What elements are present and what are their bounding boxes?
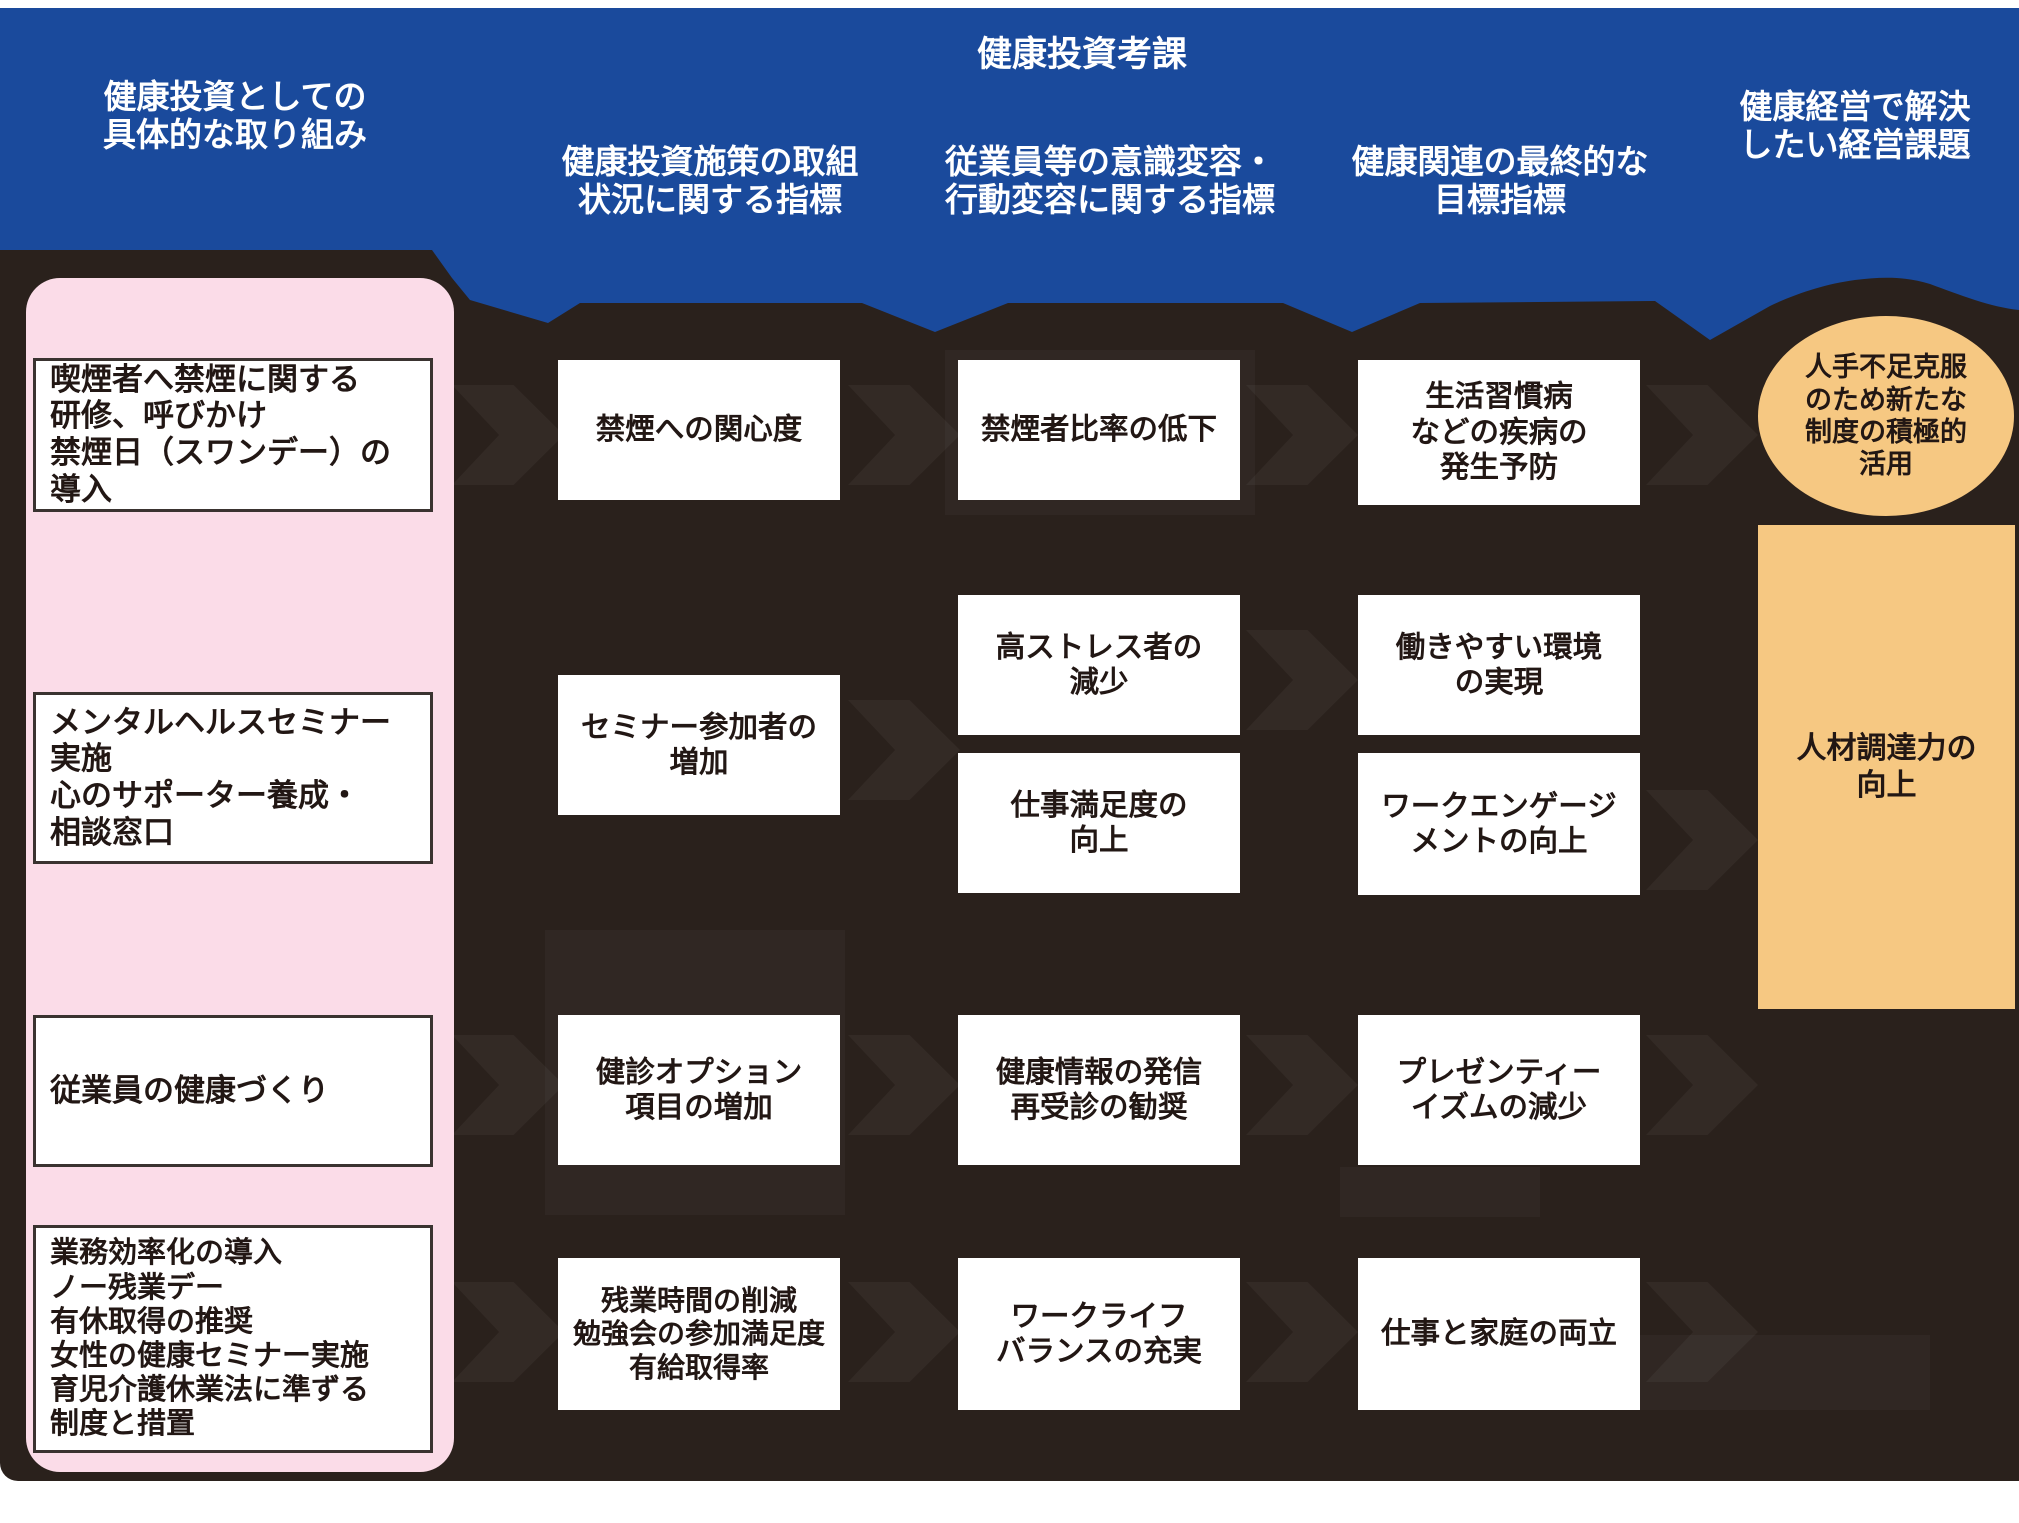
indicator-box-smoking-interest: 禁煙への関心度 [558,360,840,500]
column-header-initiatives: 健康投資としての 具体的な取り組み [103,78,367,154]
initiative-box-smoking: 喫煙者へ禁煙に関する 研修、呼びかけ 禁煙日（スワンデー）の導入 [33,358,433,512]
column-header-goal-indicators: 健康関連の最終的な 目標指標 [1351,143,1649,219]
diagram-title: 健康投資考課 [976,35,1187,74]
goal-box-disease-prevention: 生活習慣病 などの疾病の 発生予防 [1358,360,1640,505]
indicator-box-health-info: 健康情報の発信 再受診の勧奨 [958,1015,1240,1165]
indicator-box-seminar-participants: セミナー参加者の 増加 [558,675,840,815]
indicator-box-checkup-options: 健診オプション 項目の増加 [558,1015,840,1165]
column-header-process-indicators: 健康投資施策の取組 状況に関する指標 [561,143,859,219]
column-header-behavior-indicators: 従業員等の意識変容・ 行動変容に関する指標 [945,143,1275,219]
background-pad [1340,1167,1540,1217]
initiative-box-employee-health: 従業員の健康づくり [33,1015,433,1167]
column-header-management-issues: 健康経営で解決 したい経営課題 [1739,88,1971,164]
initiative-box-worklife: 業務効率化の導入 ノー残業デー 有休取得の推奨 女性の健康セミナー実施 育児介護… [33,1225,433,1453]
initiative-box-mental-health: メンタルヘルスセミナー 実施 心のサポーター養成・ 相談窓口 [33,692,433,864]
indicator-box-smoker-ratio: 禁煙者比率の低下 [958,360,1240,500]
indicator-box-overtime-reduction: 残業時間の削減 勉強会の参加満足度 有給取得率 [558,1258,840,1410]
indicator-box-worklife-balance: ワークライフ バランスの充実 [958,1258,1240,1410]
issue-ellipse-labor-shortage: 人手不足克服 のため新たな 制度の積極的 活用 [1758,316,2014,516]
blue-header-band [0,8,2019,340]
goal-box-work-engagement: ワークエンゲージ メントの向上 [1358,753,1640,895]
indicator-box-high-stress: 高ストレス者の 減少 [958,595,1240,735]
issue-box-recruiting-power: 人材調達力の 向上 [1758,525,2015,1009]
goal-box-work-environment: 働きやすい環境 の実現 [1358,595,1640,735]
goal-box-presenteeism: プレゼンティー イズムの減少 [1358,1015,1640,1165]
indicator-box-job-satisfaction: 仕事満足度の 向上 [958,753,1240,893]
goal-box-work-family: 仕事と家庭の両立 [1358,1258,1640,1410]
